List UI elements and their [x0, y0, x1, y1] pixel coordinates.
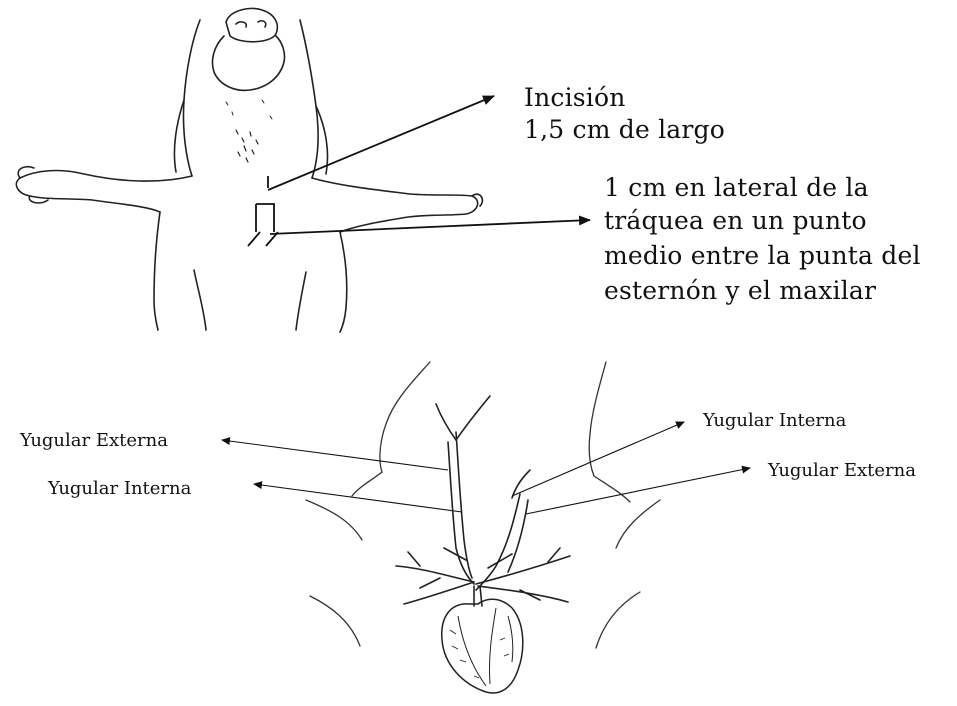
incision-label-line1: Incisión: [524, 82, 626, 113]
left-internal-jugular-label: Yugular Interna: [48, 478, 191, 500]
left-external-jugular-label: Yugular Externa: [20, 430, 168, 452]
incision-arrow: [268, 96, 494, 190]
position-label-line3: medio entre la punta del: [604, 240, 921, 271]
left-internal-jugular-arrow: [254, 484, 462, 512]
heart: [442, 599, 523, 693]
position-arrow: [270, 220, 590, 234]
vessel-tree: [396, 396, 570, 606]
left-external-jugular-arrow: [222, 440, 448, 470]
position-label-line1: 1 cm en lateral de la: [604, 172, 869, 203]
right-external-jugular-label: Yugular Externa: [768, 460, 916, 482]
incision-label-line2: 1,5 cm de largo: [524, 114, 725, 145]
position-label-line4: esternón y el maxilar: [604, 275, 876, 306]
position-label-line2: tráquea en un punto: [604, 205, 867, 236]
incision-mark: [248, 176, 278, 246]
right-internal-jugular-arrow: [512, 422, 684, 496]
right-internal-jugular-label: Yugular Interna: [703, 410, 846, 432]
animal-outline: [16, 9, 482, 333]
right-external-jugular-arrow: [526, 468, 750, 514]
